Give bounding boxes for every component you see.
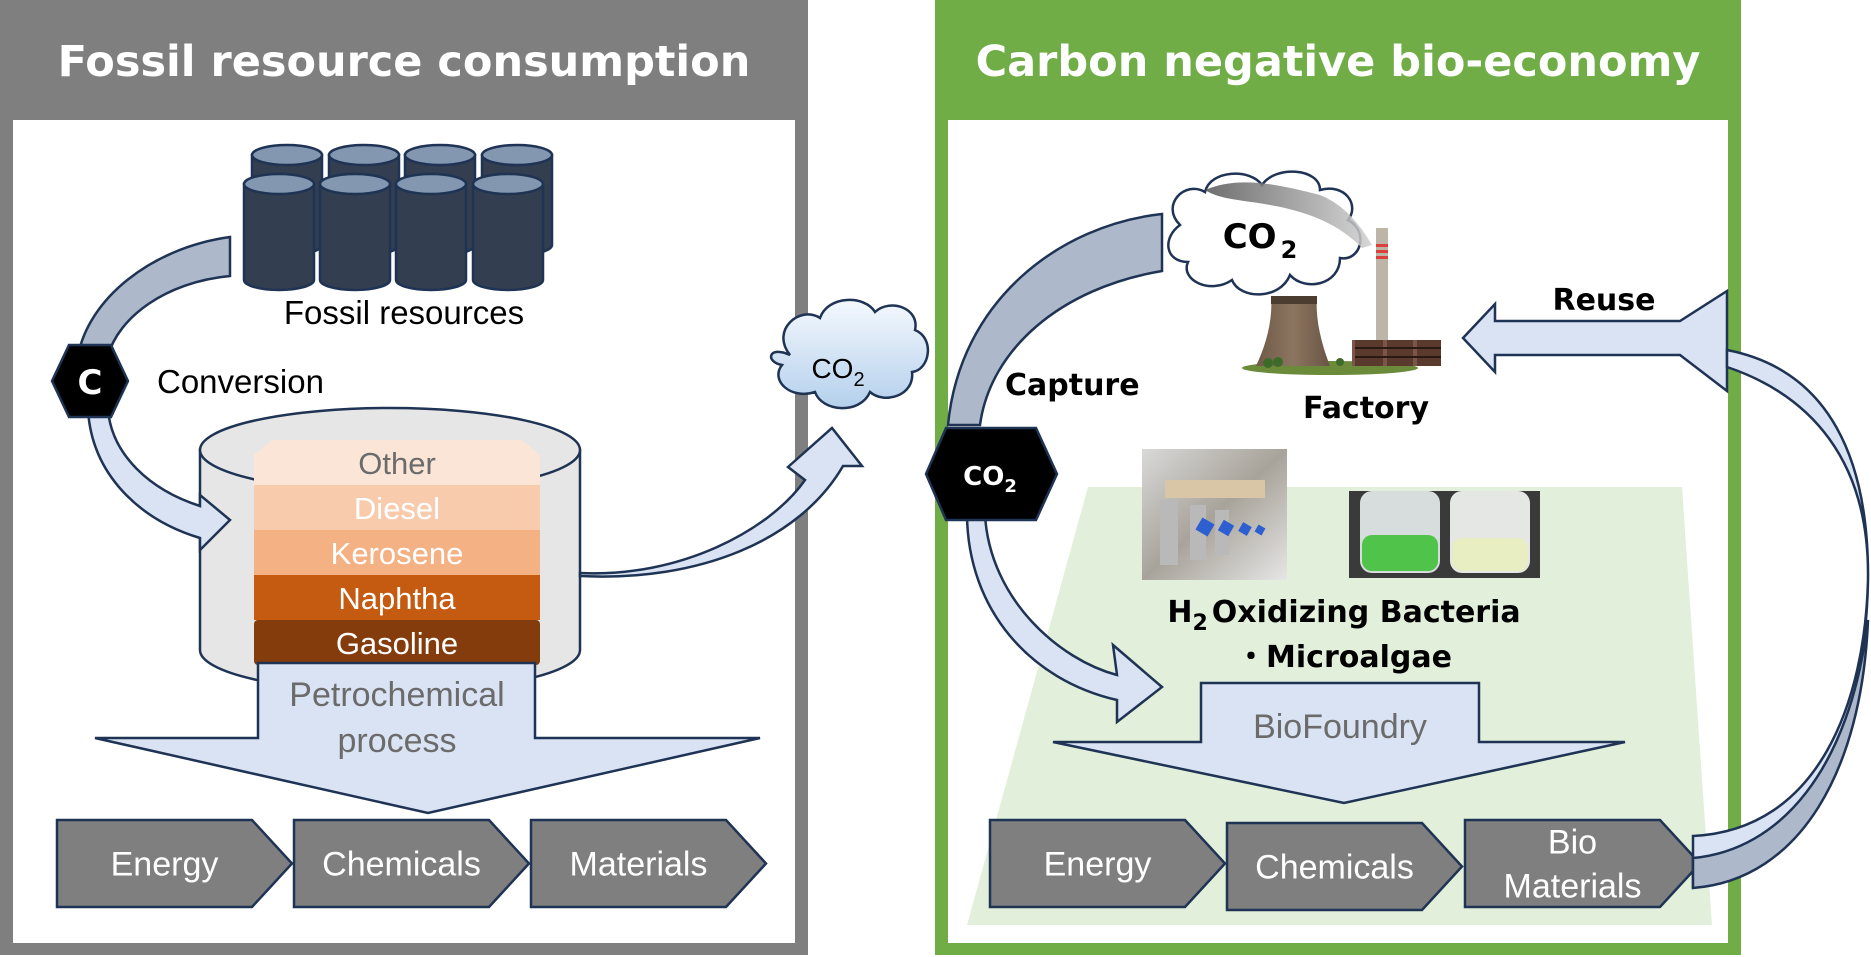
factory-cloud-sub: 2: [1281, 236, 1298, 264]
factory-cloud-co: CO: [1223, 217, 1277, 257]
co2-to-biofoundry-arrow: [965, 513, 1164, 725]
biofoundry-arrow: [1052, 681, 1626, 805]
emission-cloud-sub: 2: [853, 369, 864, 391]
barrel-icon: [242, 172, 316, 292]
product-energy: Energy: [55, 818, 294, 909]
bioreactor-photo: [1142, 449, 1287, 580]
recycle-loop-shadow: [1691, 619, 1870, 890]
biofoundry-label: BioFoundry: [1253, 708, 1427, 746]
svg-text:CO2: CO2: [811, 353, 864, 391]
bio-product-chemicals: Chemicals: [1225, 821, 1464, 912]
barrel-icon: [471, 172, 545, 292]
fuel-layer-naphtha: Naphtha: [254, 575, 540, 620]
product-label: Materials: [1504, 868, 1642, 906]
carbon-hexagon-label: C: [78, 363, 103, 403]
process-label-line1: Petrochemical: [289, 676, 504, 714]
fossil-barrels-icon: [242, 143, 554, 292]
conversion-label: Conversion: [157, 363, 324, 400]
product-label: Energy: [111, 846, 219, 884]
process-label-line2: process: [337, 722, 456, 760]
factory-label: Factory: [1303, 391, 1430, 426]
capture-arrow: [946, 212, 1164, 427]
reuse-arrow: [1461, 288, 1729, 394]
product-label: Materials: [570, 846, 708, 884]
product-label: Chemicals: [1255, 849, 1414, 887]
emission-cloud: CO2: [770, 298, 930, 410]
factory-icon: [1242, 228, 1441, 375]
fuel-layer-label: Naphtha: [338, 581, 456, 616]
fossil-resources-label: Fossil resources: [284, 294, 524, 331]
co2-hexagon-sub: 2: [1004, 476, 1017, 497]
co2-hexagon-co: CO: [963, 462, 1004, 492]
fuel-layer-label: Kerosene: [331, 536, 464, 571]
petrochemical-process-arrow: [94, 661, 761, 815]
product-label: Chemicals: [322, 846, 481, 884]
product-label: Energy: [1044, 846, 1152, 884]
bio-product-energy: Energy: [988, 818, 1227, 909]
fuel-layer-label: Diesel: [354, 491, 440, 526]
fuel-layer-diesel: Diesel: [254, 485, 540, 530]
svg-text:CO2: CO2: [1223, 217, 1298, 264]
product-chemicals: Chemicals: [292, 818, 531, 909]
fuel-layer-label: Other: [358, 446, 436, 481]
carbon-hexagon: C: [50, 343, 130, 419]
fossil-panel-title: Fossil resource consumption: [58, 37, 751, 87]
capture-label: Capture: [1005, 368, 1140, 403]
microalgae-culture-photo: [1349, 491, 1540, 578]
reuse-label: Reuse: [1552, 283, 1655, 318]
fuel-layer-other: Other: [254, 440, 540, 485]
barrel-icon: [394, 172, 468, 292]
svg-text:CO2: CO2: [963, 462, 1017, 497]
co2-hexagon: CO2: [924, 426, 1059, 522]
fuel-layer-kerosene: Kerosene: [254, 530, 540, 575]
product-materials: Materials: [529, 818, 768, 909]
barrel-icon: [318, 172, 392, 292]
fuel-layer-gasoline: Gasoline: [254, 620, 540, 665]
emission-cloud-co: CO: [811, 353, 853, 384]
bioeconomy-panel: Carbon negative bio-economy CO2 Capture …: [924, 0, 1741, 955]
product-label: Bio: [1548, 824, 1597, 862]
fuel-layer-label: Gasoline: [336, 626, 458, 661]
fossil-products: Energy Chemicals Materials: [55, 818, 768, 909]
tank-to-emission-arrow: [578, 426, 865, 578]
bioeconomy-panel-title: Carbon negative bio-economy: [976, 37, 1701, 87]
fossil-panel: Fossil resource consumption Fossil resou…: [0, 0, 865, 955]
organisms-label-line2: ・Microalgae: [1236, 640, 1452, 675]
conversion-to-tank-arrow: [86, 408, 232, 554]
